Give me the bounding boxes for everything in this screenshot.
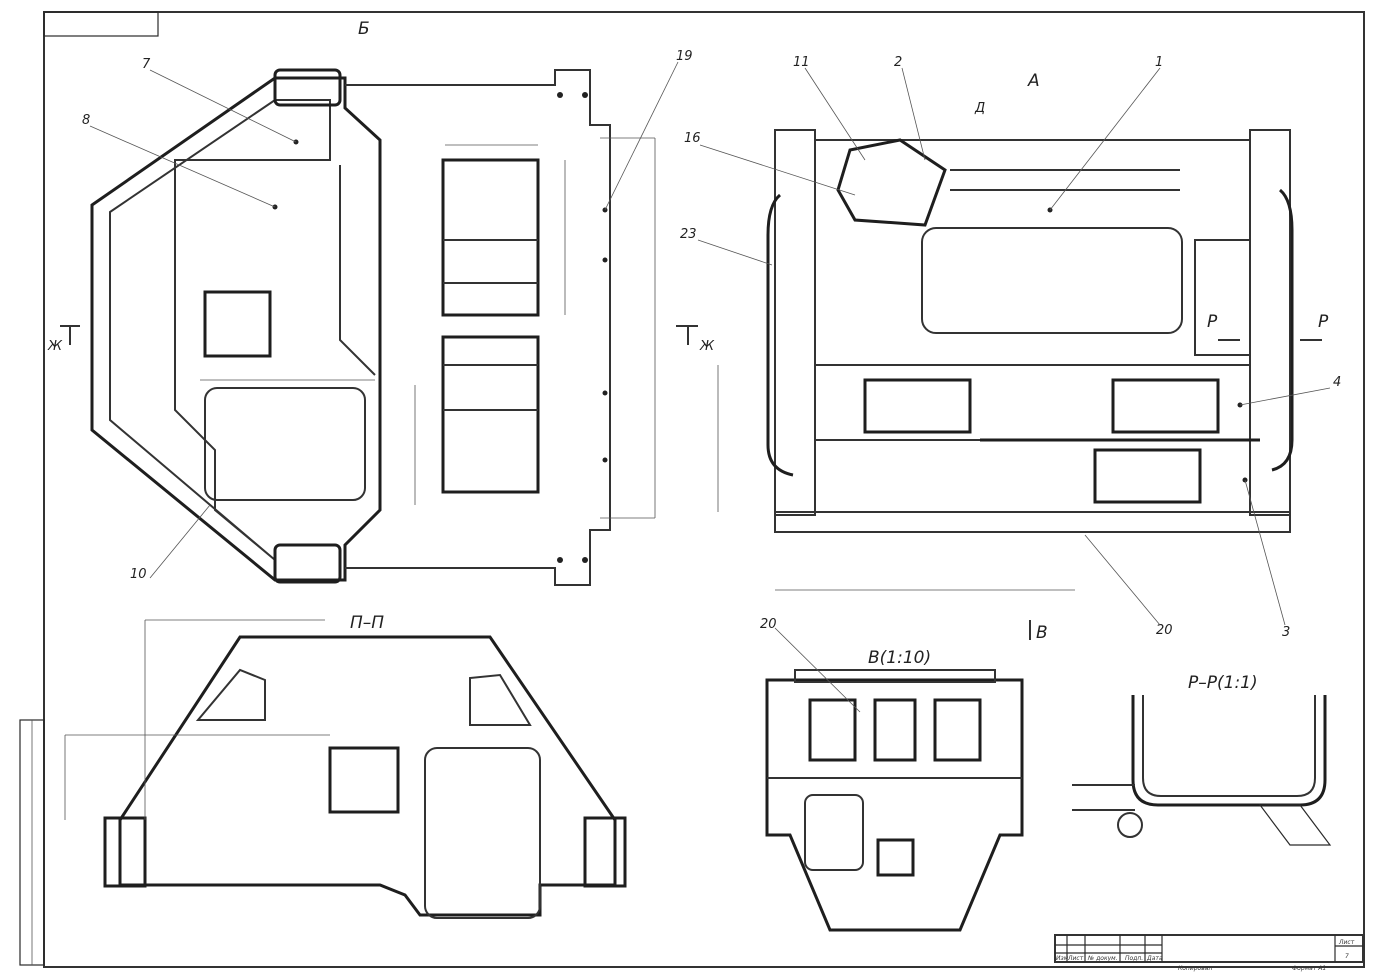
callout-3: 3 (1282, 625, 1290, 640)
callout-16: 16 (684, 131, 701, 146)
sheet-label: Лист (1338, 939, 1355, 946)
callout-11: 11 (793, 55, 810, 70)
view-a: А Д Ж Р Р В (676, 71, 1329, 643)
section-pp: П–П (64, 613, 627, 919)
col-list: Лист (1067, 955, 1084, 962)
callouts: 7 8 19 10 11 2 1 16 23 4 3 20 20 (82, 49, 1341, 713)
view-b: Б Ж (47, 19, 656, 586)
callout-19: 19 (676, 49, 693, 64)
format-label: Формат A1 (1292, 965, 1326, 972)
col-doc: № докум. (1087, 955, 1118, 962)
corner-stamp (43, 11, 159, 37)
callout-4: 4 (1333, 375, 1341, 390)
sheet-frame (43, 11, 1365, 968)
arrow-label-v: В (1036, 623, 1048, 643)
cut-label-r-left: Р (1207, 312, 1218, 332)
callout-8: 8 (82, 113, 90, 128)
view-label-v: В(1:10) (868, 648, 931, 668)
mark-d: Д (974, 101, 985, 116)
callout-7: 7 (142, 57, 151, 72)
bracket-top (273, 68, 342, 107)
cut-label-r-right: Р (1318, 312, 1329, 332)
part-16 (836, 138, 947, 227)
callout-10: 10 (130, 567, 147, 582)
col-sign: Подп. (1125, 955, 1143, 962)
section-rr: Р–Р(1:1) (1072, 673, 1332, 846)
view-label-b: Б (358, 19, 370, 39)
view-v: В(1:10) (765, 648, 1024, 932)
section-label-rr: Р–Р(1:1) (1188, 673, 1258, 693)
cut-label-zh-right: Ж (699, 339, 715, 354)
callout-20-b: 20 (760, 617, 777, 632)
col-date: Дата (1146, 955, 1163, 962)
view-label-a: А (1027, 71, 1040, 91)
col-izm: Изм (1056, 955, 1069, 962)
sheet-number: 7 (1345, 953, 1349, 960)
bracket-bottom (273, 543, 342, 584)
copied-label: Копировал (1178, 965, 1212, 972)
callout-1: 1 (1155, 55, 1163, 70)
callout-2: 2 (894, 55, 902, 70)
title-block: Изм Лист № докум. Подп. Дата Лист 7 Копи… (1054, 934, 1364, 972)
callout-23: 23 (680, 227, 697, 242)
callout-20-a: 20 (1156, 623, 1173, 638)
section-label-pp: П–П (350, 613, 384, 633)
cut-label-zh-left: Ж (47, 339, 63, 354)
